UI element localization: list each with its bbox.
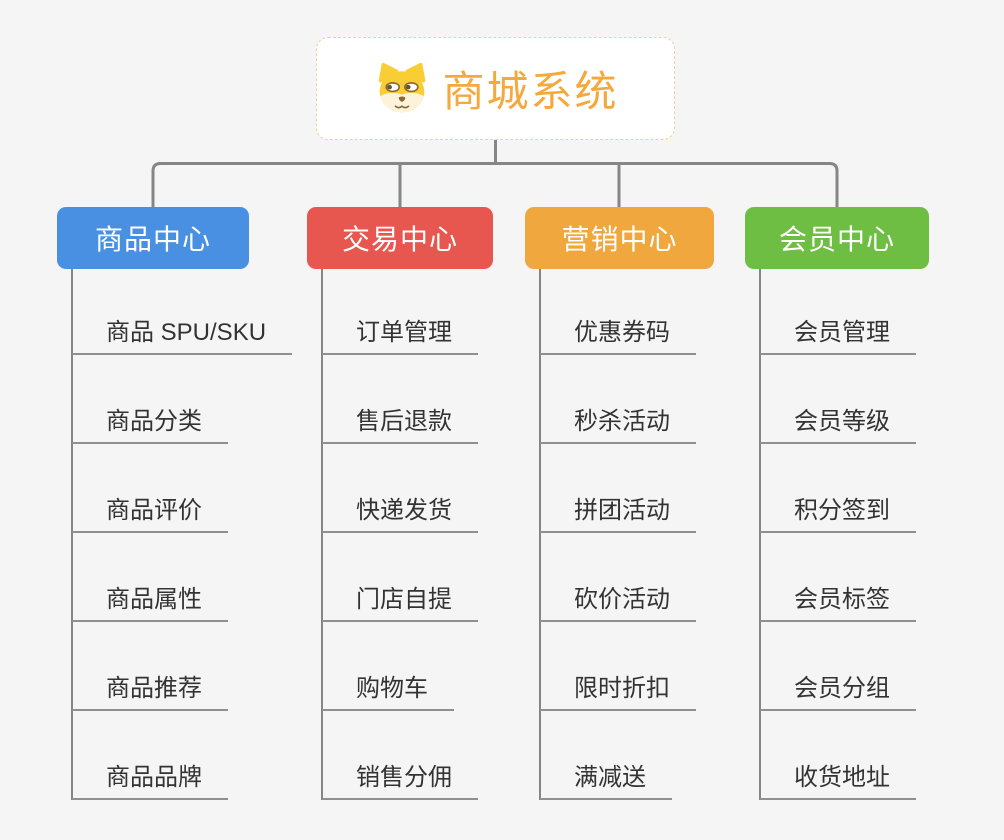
topic-item[interactable]: 砍价活动 <box>540 585 696 622</box>
branch-spine-1 <box>71 269 73 800</box>
topic-item[interactable]: 积分签到 <box>760 496 916 533</box>
topic-item[interactable]: 商品推荐 <box>72 674 228 711</box>
topic-item[interactable]: 商品分类 <box>72 407 228 444</box>
branch-spine-3 <box>539 269 541 800</box>
branch-label: 交易中心 <box>341 224 458 255</box>
topic-item[interactable]: 会员等级 <box>760 407 916 444</box>
branch-rail-line <box>151 162 839 207</box>
topic-item[interactable]: 购物车 <box>322 674 454 711</box>
branch-node-4[interactable]: 会员中心 <box>745 207 929 269</box>
topic-item[interactable]: 满减送 <box>540 763 672 800</box>
topic-item[interactable]: 优惠券码 <box>540 318 696 355</box>
topic-item[interactable]: 订单管理 <box>322 318 478 355</box>
dog-face-icon <box>379 62 426 112</box>
topic-item[interactable]: 销售分佣 <box>322 763 478 800</box>
topic-item[interactable]: 会员标签 <box>760 585 916 622</box>
branch-node-1[interactable]: 商品中心 <box>57 207 249 269</box>
topic-item[interactable]: 门店自提 <box>322 585 478 622</box>
topic-item[interactable]: 商品评价 <box>72 496 228 533</box>
topic-item[interactable]: 快递发货 <box>322 496 478 533</box>
branch-label: 商品中心 <box>94 224 211 255</box>
branch-spine-4 <box>759 269 761 800</box>
branch-label: 营销中心 <box>561 224 678 255</box>
branch-label: 会员中心 <box>778 224 895 255</box>
topic-item[interactable]: 商品品牌 <box>72 763 228 800</box>
topic-item[interactable]: 会员分组 <box>760 674 916 711</box>
root-node[interactable]: 商城系统 <box>316 37 675 140</box>
topic-item[interactable]: 收货地址 <box>760 763 916 800</box>
branch-node-3[interactable]: 营销中心 <box>525 207 714 269</box>
branch-spine-2 <box>321 269 323 800</box>
root-title: 商城系统 <box>442 68 619 115</box>
topic-item[interactable]: 拼团活动 <box>540 496 696 533</box>
topic-item[interactable]: 会员管理 <box>760 318 916 355</box>
topic-item[interactable]: 商品属性 <box>72 585 228 622</box>
topic-item[interactable]: 商品 SPU/SKU <box>72 318 293 355</box>
topic-item[interactable]: 秒杀活动 <box>540 407 696 444</box>
topic-item[interactable]: 售后退款 <box>322 407 478 444</box>
branch-node-2[interactable]: 交易中心 <box>307 207 493 269</box>
topic-item[interactable]: 限时折扣 <box>540 674 696 711</box>
